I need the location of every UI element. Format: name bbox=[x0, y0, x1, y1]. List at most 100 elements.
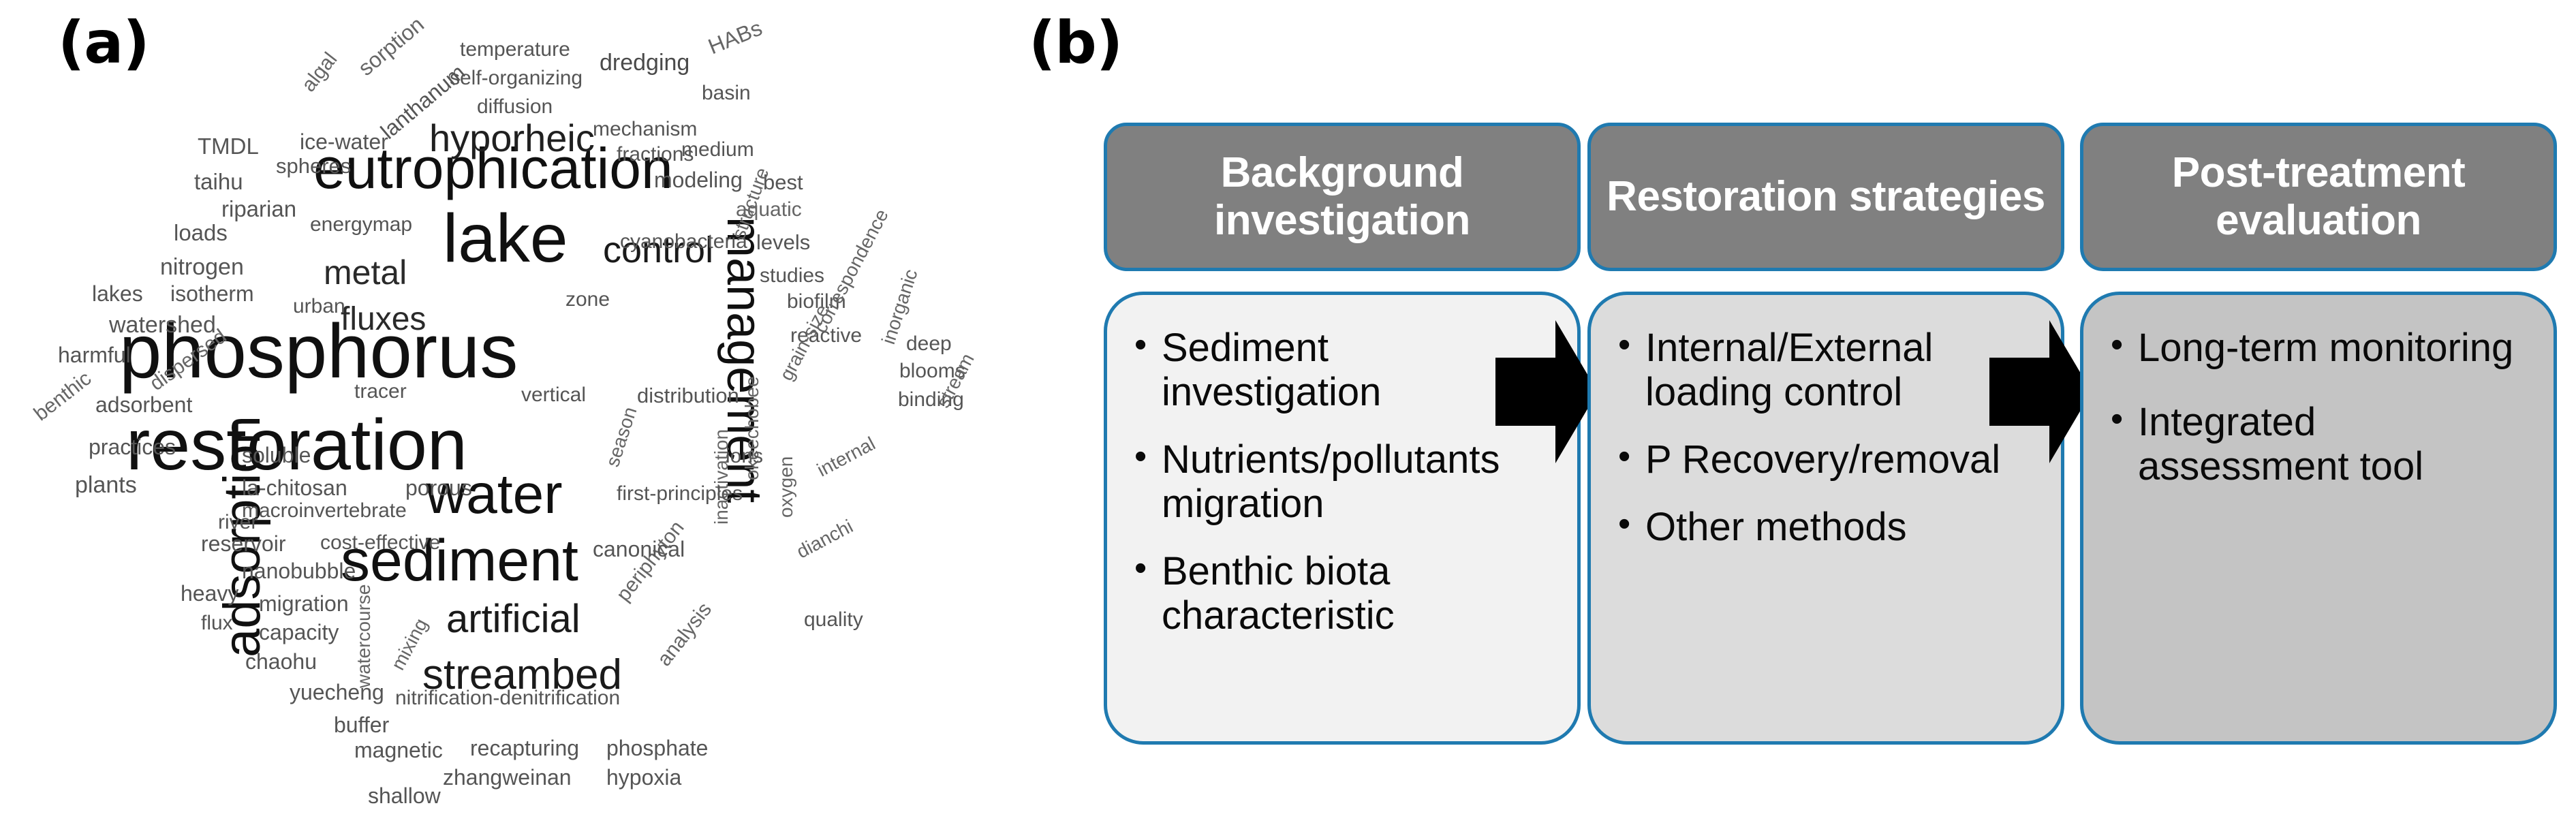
word-cloud-term: canonical bbox=[593, 537, 685, 561]
word-cloud-term: season bbox=[602, 404, 641, 469]
flow-header-restoration-strategies: Restoration strategies bbox=[1587, 123, 2064, 271]
word-cloud-term: internal bbox=[813, 433, 879, 481]
word-cloud-term: blooms bbox=[899, 360, 965, 382]
flow-body-post-treatment-evaluation: Long-term monitoring Integrated assessme… bbox=[2080, 292, 2557, 745]
word-cloud-term: basin bbox=[702, 82, 751, 104]
word-cloud-term: spheres bbox=[276, 154, 352, 178]
word-cloud-term: practices bbox=[89, 435, 176, 459]
word-cloud-term: hypoxia bbox=[606, 765, 682, 790]
word-cloud-term: levels bbox=[756, 230, 811, 254]
list-item: Integrated assessment tool bbox=[2107, 399, 2533, 489]
word-cloud-term: binding bbox=[898, 388, 964, 411]
word-cloud-term: HABs bbox=[704, 15, 766, 59]
word-cloud-term: reservoir bbox=[201, 531, 286, 556]
word-cloud-term: loads bbox=[174, 220, 228, 245]
flow-column-restoration-strategies: Restoration strategies Internal/External… bbox=[1587, 123, 2064, 745]
word-cloud-term: nanobubble bbox=[242, 559, 356, 583]
word-cloud-term: cyanobacteria bbox=[620, 230, 747, 253]
word-cloud-term: magnetic bbox=[354, 738, 443, 762]
list-item: Long-term monitoring bbox=[2107, 325, 2533, 371]
word-cloud-term: chaohu bbox=[245, 649, 317, 674]
word-cloud-term: flux bbox=[201, 612, 233, 634]
list-item: P Recovery/removal bbox=[1614, 437, 2040, 482]
word-cloud-term: best bbox=[763, 170, 803, 194]
word-cloud-term: ice-water bbox=[300, 129, 388, 154]
word-cloud-term: energymap bbox=[310, 213, 413, 236]
word-cloud-term: phosphate bbox=[606, 736, 709, 760]
word-cloud-term: sediment bbox=[341, 528, 578, 593]
word-cloud-term: periphyton bbox=[612, 516, 689, 606]
word-cloud-term: hyporheic bbox=[429, 116, 595, 159]
word-cloud-term: nitrogen bbox=[160, 254, 244, 280]
word-cloud-term: zhangweinan bbox=[443, 765, 572, 790]
word-cloud-term: soluble bbox=[242, 443, 311, 467]
word-cloud-term: macroinvertebrate bbox=[242, 499, 407, 522]
word-cloud-term: lake bbox=[443, 200, 568, 277]
word-cloud-term: migration bbox=[259, 591, 349, 616]
word-cloud-term: river bbox=[218, 511, 258, 533]
word-cloud-term: taihu bbox=[194, 169, 243, 194]
word-cloud-term: fluxes bbox=[341, 301, 426, 337]
word-cloud-term: fractions bbox=[617, 143, 694, 166]
word-cloud-term: water bbox=[426, 463, 563, 525]
word-cloud-term: control bbox=[603, 230, 714, 270]
word-cloud-term: dianchi bbox=[793, 515, 856, 563]
word-cloud-term: porous bbox=[405, 476, 472, 500]
word-cloud-term: shallow bbox=[368, 783, 441, 808]
flow-column-post-treatment-evaluation: Post-treatment evaluation Long-term moni… bbox=[2080, 123, 2557, 745]
word-cloud-term: TMDL bbox=[198, 134, 259, 159]
word-cloud-term: medium bbox=[681, 138, 754, 161]
word-cloud-term: dredging bbox=[600, 50, 690, 76]
list-item: Internal/External loading control bbox=[1614, 325, 2040, 415]
word-cloud-term: quality bbox=[804, 608, 863, 631]
word-cloud-term: analysis bbox=[653, 598, 717, 671]
word-cloud-term: restoration bbox=[126, 405, 467, 485]
list-item: Nutrients/pollutants migration bbox=[1130, 437, 1557, 527]
word-cloud-term: tracer bbox=[354, 380, 407, 403]
list-item: Sediment investigation bbox=[1130, 325, 1557, 415]
bullet-list-background-investigation: Sediment investigation Nutrients/polluta… bbox=[1130, 325, 1557, 638]
word-cloud-term: cost-effective bbox=[320, 531, 441, 554]
word-cloud-term: biofilm bbox=[787, 290, 846, 313]
bullet-list-post-treatment-evaluation: Long-term monitoring Integrated assessme… bbox=[2107, 325, 2533, 489]
word-cloud-term: watershed bbox=[109, 312, 216, 338]
word-cloud-term: studies bbox=[760, 264, 825, 287]
word-cloud-term: algal bbox=[297, 48, 342, 97]
word-cloud-term: ions bbox=[726, 445, 764, 467]
word-cloud-term: la-chitosan bbox=[242, 476, 347, 500]
flow-column-background-investigation: Background investigation Sediment invest… bbox=[1104, 123, 1581, 745]
word-cloud-term: isotherm bbox=[170, 281, 254, 306]
word-cloud-term: harmful bbox=[58, 343, 131, 367]
arrow-right-icon bbox=[1495, 320, 1598, 463]
arrow-right-icon bbox=[1989, 320, 2092, 463]
word-cloud-term: capacity bbox=[259, 620, 339, 644]
panel-label-b: (b) bbox=[1029, 9, 1123, 77]
word-cloud-term: aquatic bbox=[736, 198, 802, 221]
word-cloud-term: reactive bbox=[790, 324, 863, 347]
flow-header-background-investigation: Background investigation bbox=[1104, 123, 1581, 271]
word-cloud-term: riparian bbox=[221, 196, 297, 221]
word-cloud-term: temperature bbox=[460, 38, 570, 61]
word-cloud-term: adsorbent bbox=[95, 392, 193, 417]
word-cloud-term: diffusion bbox=[477, 95, 553, 118]
list-item: Other methods bbox=[1614, 504, 2040, 550]
word-cloud-term: urban bbox=[293, 295, 345, 317]
word-cloud-term: first-principles bbox=[617, 482, 743, 505]
word-cloud-term: phosphorus bbox=[119, 309, 518, 394]
word-cloud-term: eutrophication bbox=[313, 136, 673, 200]
word-cloud-term: modeling bbox=[654, 168, 743, 192]
word-cloud-term: nitrification-denitrification bbox=[395, 687, 621, 709]
flow-header-post-treatment-evaluation: Post-treatment evaluation bbox=[2080, 123, 2557, 271]
word-cloud-term: lakes bbox=[92, 281, 143, 306]
word-cloud-term: zone bbox=[565, 288, 610, 311]
word-cloud-term: artificial bbox=[446, 597, 580, 641]
word-cloud-term: vertical bbox=[521, 384, 587, 406]
word-cloud-term: inactivation bbox=[711, 429, 732, 525]
word-cloud-term: yuecheng bbox=[290, 680, 384, 704]
word-cloud-term: sorption bbox=[353, 12, 429, 81]
panel-label-a: (a) bbox=[58, 9, 150, 77]
word-cloud-term: recapturing bbox=[470, 736, 580, 760]
list-item: Benthic biota characteristic bbox=[1130, 548, 1557, 638]
